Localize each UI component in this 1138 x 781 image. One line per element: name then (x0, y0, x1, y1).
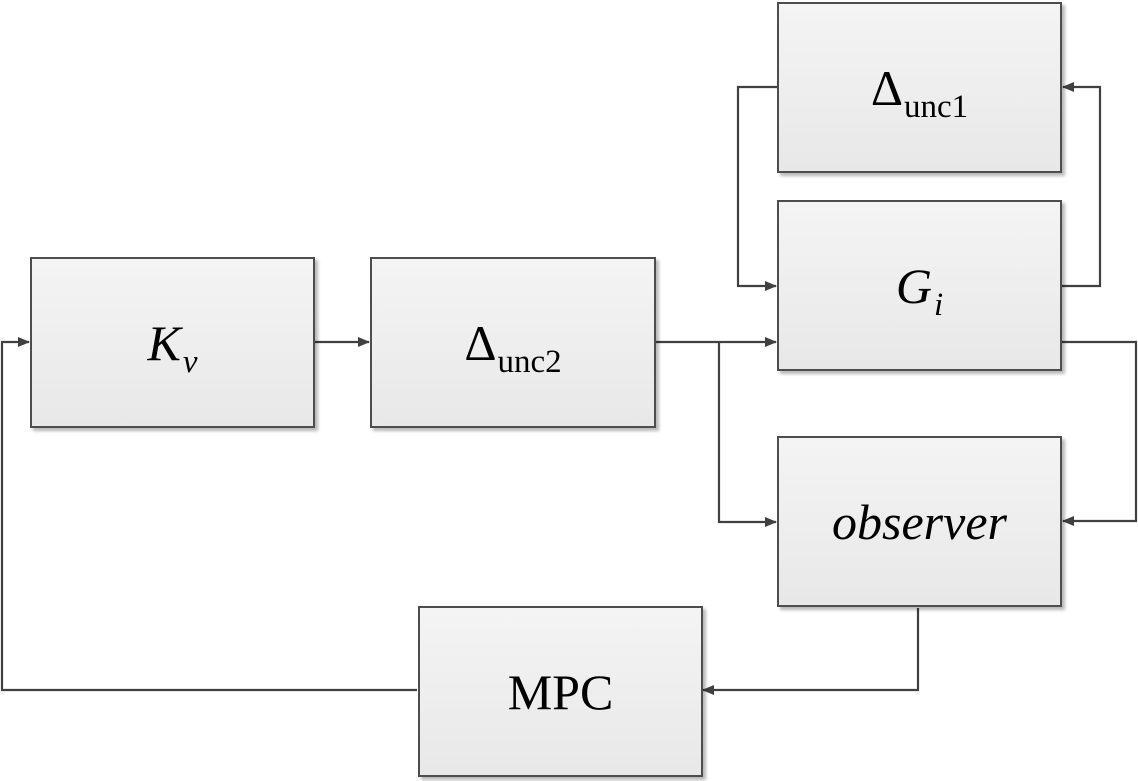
gi-block: Gi (777, 200, 1062, 371)
gi-label: Gi (895, 257, 944, 323)
observer-label: observer (832, 493, 1007, 550)
wire-gi-to-observer (1061, 340, 1138, 526)
wire-dunc1-to-gi (736, 85, 778, 291)
mpc-block: MPC (418, 606, 703, 777)
mpc-label: MPC (507, 663, 614, 720)
delta-unc1-block: Δunc1 (777, 2, 1062, 173)
delta-unc2-label: Δunc2 (464, 314, 562, 380)
kv-label: Kv (147, 314, 198, 380)
kv-block: Kv (30, 257, 315, 428)
delta-unc2-block: Δunc2 (370, 257, 656, 428)
wire-observer-to-mpc (702, 608, 920, 695)
wire-dunc2-to-observer (717, 342, 777, 527)
delta-unc1-label: Δunc1 (870, 59, 969, 125)
wire-gi-to-dunc1 (1061, 82, 1102, 288)
wire-mpc-to-kv (0, 337, 417, 692)
observer-block: observer (777, 436, 1062, 607)
